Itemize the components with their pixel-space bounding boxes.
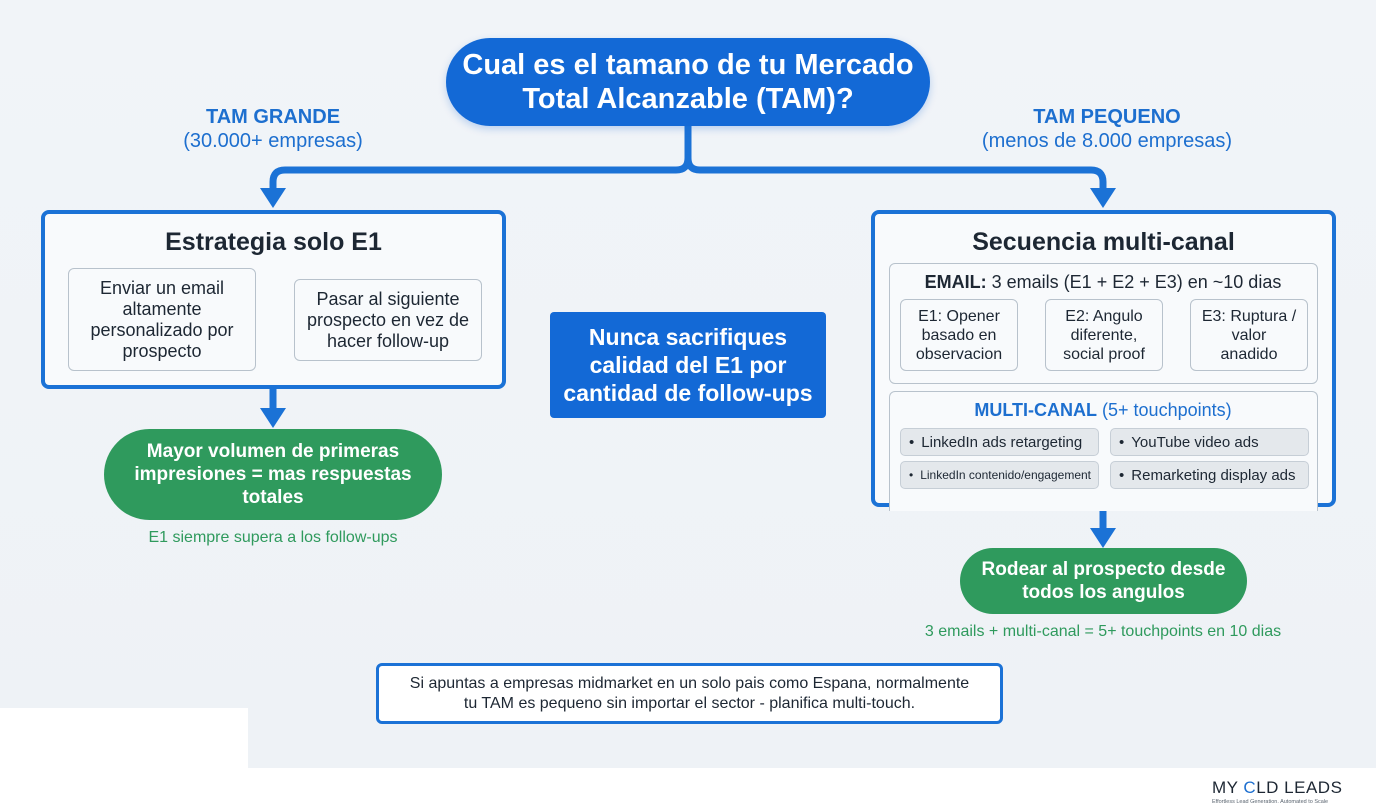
bullet-icon: • bbox=[909, 468, 914, 482]
e1-strategy-box: Estrategia solo E1 Enviar un email altam… bbox=[41, 210, 506, 389]
step-next-prospect-line: prospecto en vez de bbox=[306, 309, 470, 330]
step-next-prospect-line: Pasar al siguiente bbox=[316, 288, 460, 309]
email-step-e1-line: observacion bbox=[915, 345, 1003, 363]
tam-pequeno-sub: (menos de 8.000 empresas) bbox=[981, 130, 1233, 152]
multichannel-panel-title: MULTI-CANAL (5+ touchpoints) bbox=[890, 400, 1316, 421]
left-result-pill: Mayor volumen de primeras impresiones = … bbox=[104, 429, 442, 520]
step-next-prospect: Pasar al siguiente prospecto en vez de h… bbox=[294, 279, 482, 361]
email-step-e2: E2: Angulo diferente, social proof bbox=[1045, 299, 1163, 371]
email-step-e1-line: E1: Opener bbox=[918, 307, 1000, 325]
chip-linkedin-ads: • LinkedIn ads retargeting bbox=[900, 428, 1099, 456]
bullet-icon: • bbox=[909, 433, 915, 451]
step-send-email-line: personalizado por bbox=[90, 319, 234, 340]
right-branch-label: TAM PEQUENO (menos de 8.000 empresas) bbox=[957, 105, 1257, 153]
left-branch-label: TAM GRANDE (30.000+ empresas) bbox=[153, 105, 393, 153]
step-send-email-line: Enviar un email bbox=[99, 277, 225, 298]
email-step-e2-line: social proof bbox=[1063, 345, 1145, 363]
email-panel-title-rest: 3 emails (E1 + E2 + E3) en ~10 dias bbox=[986, 272, 1282, 292]
email-step-e2-line: E2: Angulo bbox=[1065, 307, 1143, 325]
right-arrowhead bbox=[1090, 188, 1116, 208]
chip-linkedin-content: • LinkedIn contenido/engagement bbox=[900, 461, 1099, 489]
midmarket-note-line: Si apuntas a empresas midmarket en un so… bbox=[409, 674, 970, 692]
logo-tagline: Effortless Lead Generation. Automated to… bbox=[1212, 799, 1329, 805]
chip-label: LinkedIn ads retargeting bbox=[921, 433, 1083, 451]
e1-strategy-title: Estrategia solo E1 bbox=[165, 228, 382, 256]
email-step-e1: E1: Opener basado en observacion bbox=[900, 299, 1018, 371]
logo-part: C bbox=[1243, 778, 1257, 797]
email-step-e1-line: basado en bbox=[921, 326, 997, 344]
question-line-2: Total Alcanzable (TAM)? bbox=[522, 83, 854, 115]
multichannel-panel-title-bold: MULTI-CANAL bbox=[974, 400, 1098, 420]
multichannel-panel-title-rest: (5+ touchpoints) bbox=[1097, 400, 1232, 420]
left-result-line: impresiones = mas respuestas bbox=[134, 464, 412, 485]
midmarket-note: Si apuntas a empresas midmarket en un so… bbox=[376, 663, 1003, 724]
bullet-icon: • bbox=[1119, 433, 1125, 451]
email-step-e3-line: E3: Ruptura / bbox=[1201, 307, 1297, 325]
step-next-prospect-line: hacer follow-up bbox=[326, 330, 450, 351]
email-step-e3-line: anadido bbox=[1220, 345, 1278, 363]
chip-label: LinkedIn contenido/engagement bbox=[920, 468, 1092, 482]
right-result-pill: Rodear al prospecto desde todos los angu… bbox=[960, 548, 1247, 614]
tam-question: Cual es el tamano de tu Mercado Total Al… bbox=[446, 38, 930, 126]
right-result-line: todos los angulos bbox=[1022, 582, 1185, 603]
multichannel-title: Secuencia multi-canal bbox=[972, 228, 1235, 256]
footer-bar bbox=[0, 768, 1376, 812]
right-down-arrowhead bbox=[1090, 528, 1116, 548]
tam-grande-label: TAM GRANDE bbox=[205, 106, 341, 128]
left-arrowhead bbox=[260, 188, 286, 208]
email-step-e2-line: diferente, bbox=[1070, 326, 1138, 344]
logo-wordmark: MY CLD LEADS bbox=[1212, 778, 1342, 798]
center-message-line: calidad del E1 por bbox=[589, 352, 787, 378]
step-send-email-line: prospecto bbox=[122, 340, 202, 361]
email-step-e3-line: valor bbox=[1231, 326, 1267, 344]
brand-logo: MY CLD LEADS Effortless Lead Generation.… bbox=[1212, 778, 1342, 805]
step-send-email-line: altamente bbox=[122, 298, 202, 319]
center-message-line: cantidad de follow-ups bbox=[563, 380, 813, 406]
step-send-email: Enviar un email altamente personalizado … bbox=[68, 268, 256, 371]
left-result-line: Mayor volumen de primeras bbox=[146, 441, 400, 462]
right-branch-line bbox=[684, 154, 1107, 194]
logo-part: MY bbox=[1212, 778, 1244, 797]
email-panel-title-bold: EMAIL: bbox=[924, 272, 987, 292]
chip-remarketing: • Remarketing display ads bbox=[1110, 461, 1309, 489]
right-result-note: 3 emails + multi-canal = 5+ touchpoints … bbox=[924, 623, 1282, 640]
multichannel-box: Secuencia multi-canal EMAIL: 3 emails (E… bbox=[871, 210, 1336, 511]
email-panel: EMAIL: 3 emails (E1 + E2 + E3) en ~10 di… bbox=[889, 263, 1318, 384]
tam-pequeno-label: TAM PEQUENO bbox=[1033, 106, 1181, 128]
logo-part: LD LEADS bbox=[1256, 778, 1343, 797]
left-result-note: E1 siempre supera a los follow-ups bbox=[148, 529, 398, 546]
email-step-e3: E3: Ruptura / valor anadido bbox=[1190, 299, 1308, 371]
bullet-icon: • bbox=[1119, 466, 1125, 484]
right-result-line: Rodear al prospecto desde bbox=[981, 559, 1226, 580]
midmarket-note-line: tu TAM es pequeno sin importar el sector… bbox=[463, 694, 916, 712]
tam-grande-sub: (30.000+ empresas) bbox=[183, 130, 363, 152]
chip-label: YouTube video ads bbox=[1131, 433, 1259, 451]
left-down-arrowhead bbox=[260, 408, 286, 428]
question-line-1: Cual es el tamano de tu Mercado bbox=[462, 49, 914, 81]
chip-youtube-ads: • YouTube video ads bbox=[1110, 428, 1309, 456]
email-panel-title: EMAIL: 3 emails (E1 + E2 + E3) en ~10 di… bbox=[890, 272, 1316, 293]
chip-label: Remarketing display ads bbox=[1131, 466, 1296, 484]
center-message: Nunca sacrifiques calidad del E1 por can… bbox=[550, 312, 826, 418]
white-patch bbox=[0, 708, 248, 768]
center-message-line: Nunca sacrifiques bbox=[588, 324, 788, 350]
left-result-line: totales bbox=[242, 487, 304, 508]
left-branch-line bbox=[269, 154, 692, 194]
multichannel-panel: MULTI-CANAL (5+ touchpoints) • LinkedIn a… bbox=[889, 391, 1318, 511]
